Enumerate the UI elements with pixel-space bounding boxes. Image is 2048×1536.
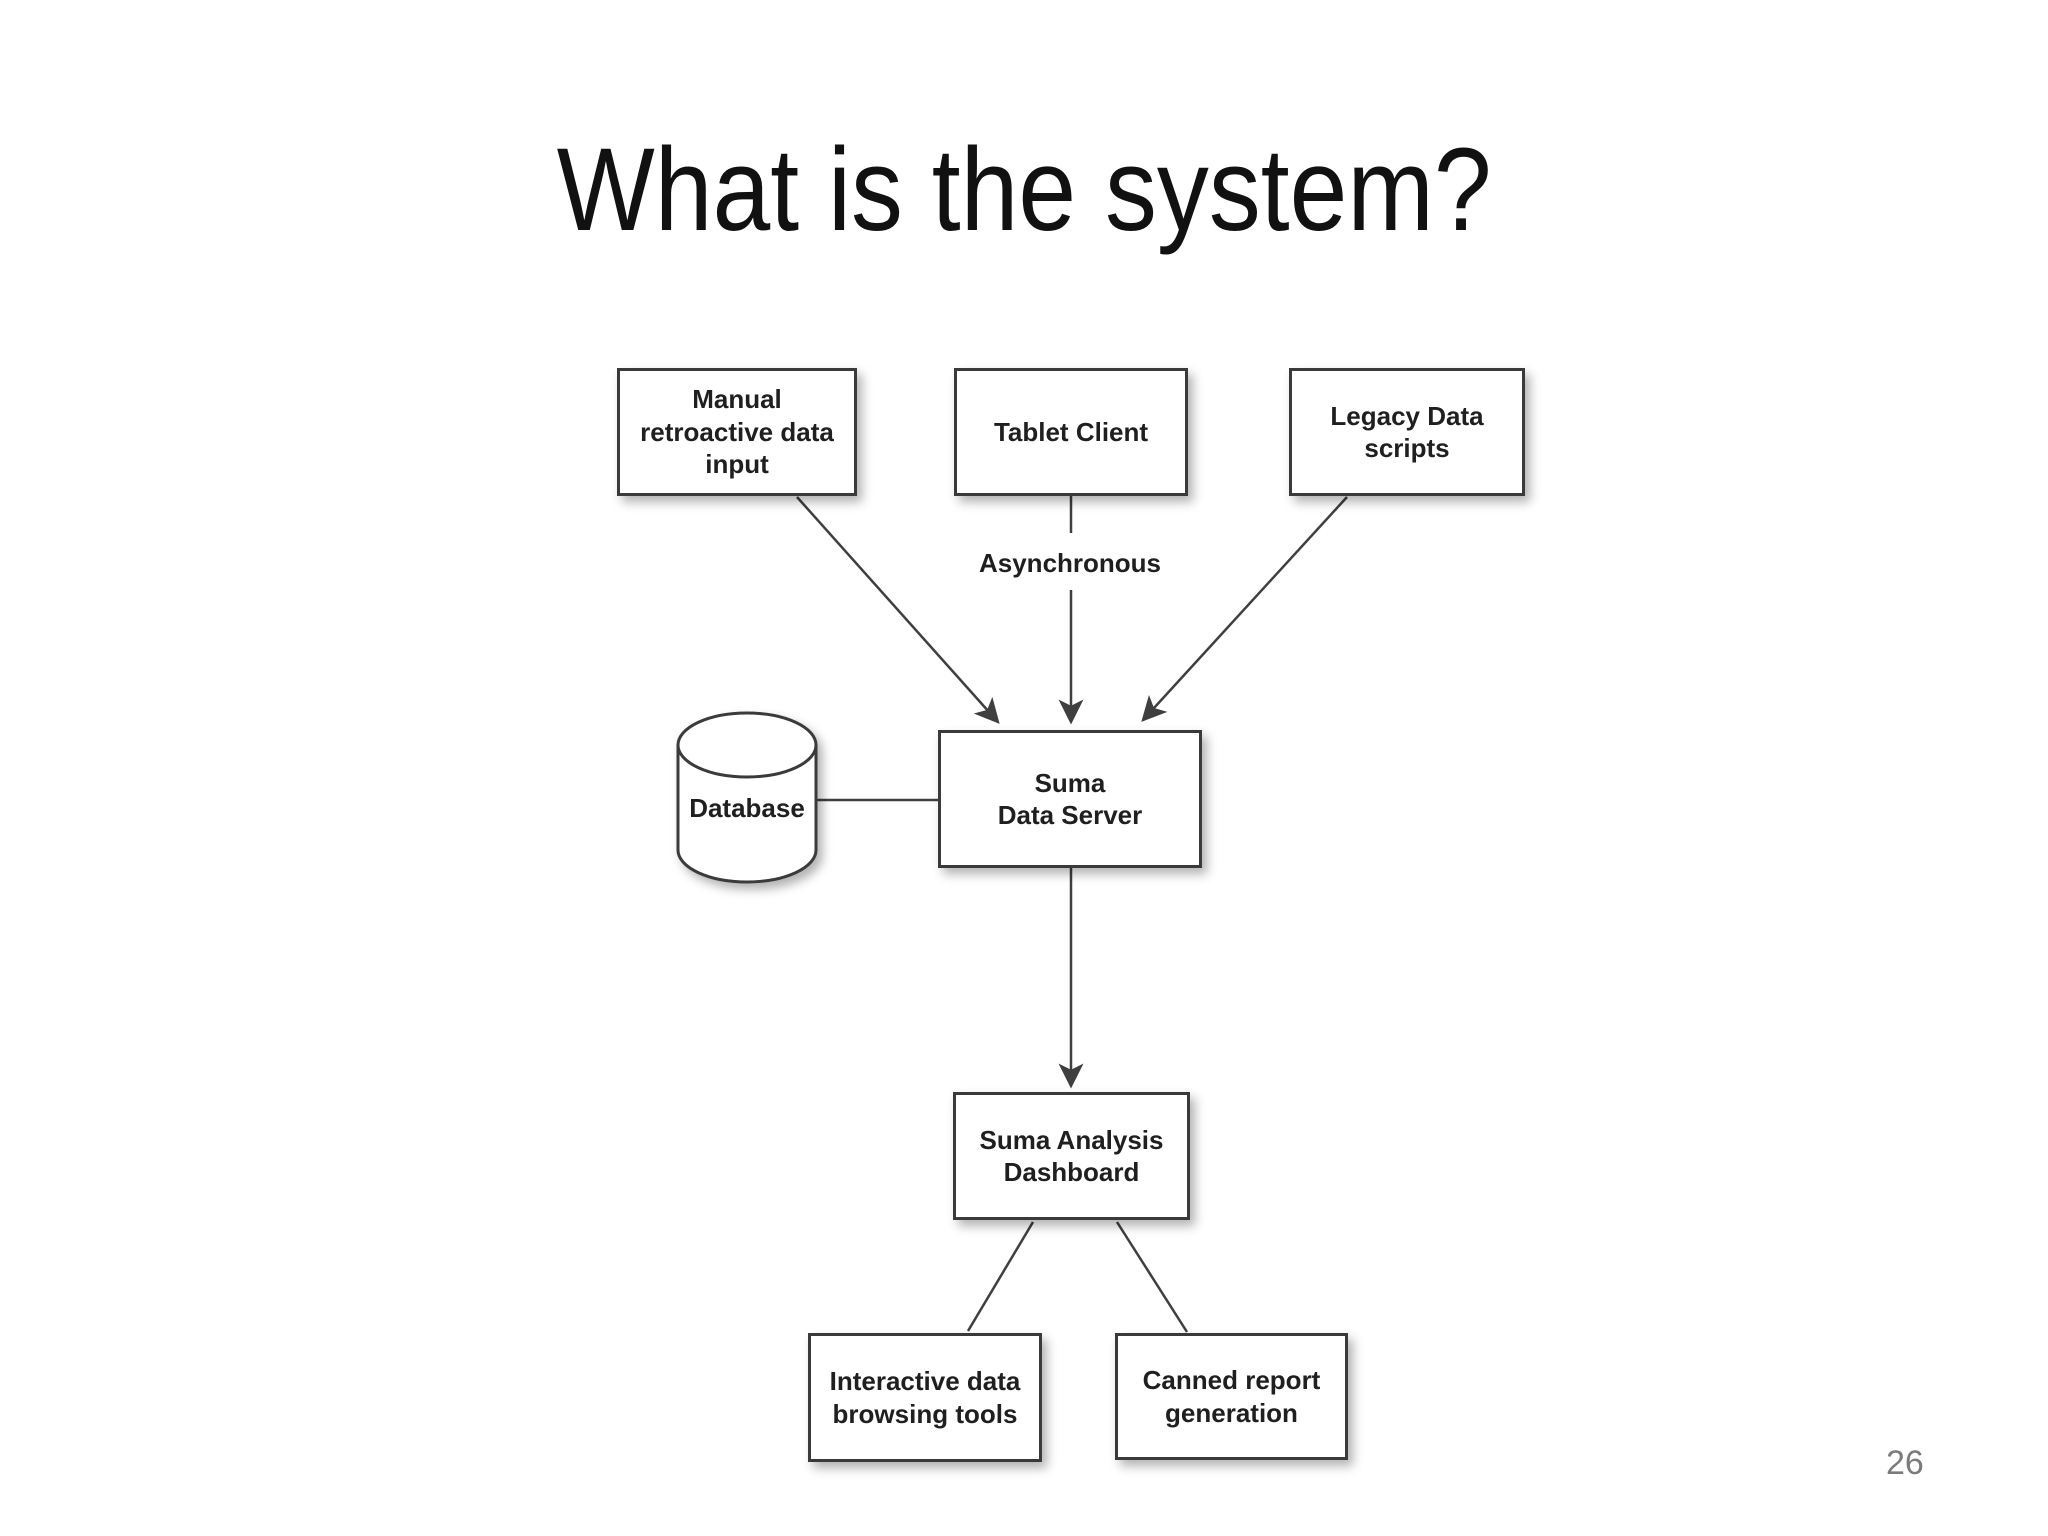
- edge-manual-to-server: [796, 496, 1000, 724]
- edge-label-asynchronous-text: Asynchronous: [978, 547, 1162, 578]
- node-label-suma-data-server: Suma Data Server: [997, 767, 1143, 831]
- node-label-interactive-data-browsing-tools: Interactive data browsing tools: [829, 1366, 1021, 1429]
- title-row: What is the system?: [0, 122, 2048, 258]
- node-suma-data-server: Suma Data Server: [938, 730, 1202, 868]
- node-tablet-client: Tablet Client: [954, 368, 1188, 496]
- node-label-canned-report-generation: Canned report generation: [1142, 1365, 1321, 1428]
- node-interactive-data-browsing-tools: Interactive data browsing tools: [808, 1333, 1042, 1462]
- database-label-text: Database: [689, 792, 805, 823]
- page-number: 26: [1886, 1444, 1924, 1482]
- edges: [796, 496, 1348, 1333]
- database-cylinder-icon: [676, 711, 818, 884]
- node-label-legacy-data-scripts: Legacy Data scripts: [1330, 400, 1484, 464]
- edge-dashboard-to-canned: [1115, 1221, 1189, 1333]
- edge-dashboard-to-interactive: [966, 1221, 1035, 1332]
- node-label-manual-retroactive-data-input: Manual retroactive data input: [640, 384, 834, 480]
- node-label-suma-analysis-dashboard: Suma Analysis Dashboard: [979, 1124, 1164, 1188]
- node-legacy-data-scripts: Legacy Data scripts: [1289, 368, 1525, 496]
- node-manual-retroactive-data-input: Manual retroactive data input: [617, 368, 857, 496]
- node-suma-analysis-dashboard: Suma Analysis Dashboard: [953, 1092, 1190, 1220]
- edge-legacy-to-server: [1141, 496, 1348, 722]
- slide-title: What is the system?: [556, 124, 1492, 256]
- edge-label-asynchronous: Asynchronous: [970, 545, 1170, 581]
- node-canned-report-generation: Canned report generation: [1115, 1333, 1348, 1460]
- database-label: Database: [678, 788, 816, 828]
- node-label-tablet-client: Tablet Client: [993, 416, 1149, 447]
